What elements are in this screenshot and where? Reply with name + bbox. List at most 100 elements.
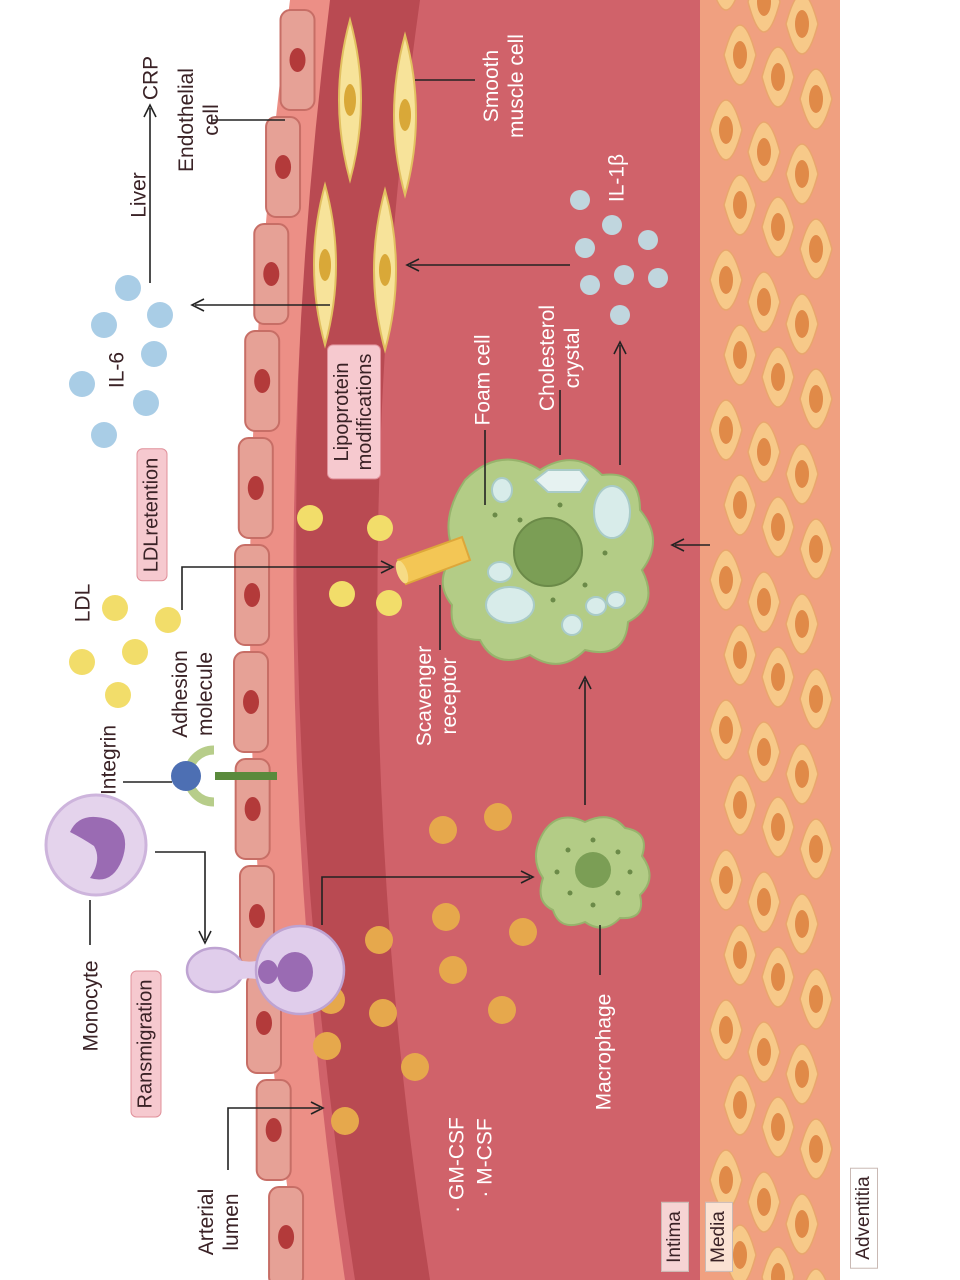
csf-particle xyxy=(429,816,457,844)
csf-particle xyxy=(439,956,467,984)
media-cell-nucleus xyxy=(795,1060,809,1088)
cholesterol-crystal-text: Cholesterol crystal xyxy=(536,304,584,412)
pill-lipoprotein-modifications: Lipoprotein modifications xyxy=(327,344,381,480)
endothelial-nucleus xyxy=(263,262,280,286)
label-endothelial-cell: Endothelial cell xyxy=(175,68,225,172)
label-liver: Liver xyxy=(127,172,151,218)
monocyte-cell xyxy=(44,793,148,897)
intimal-smc-nucleus xyxy=(344,84,356,116)
csf-particle xyxy=(365,926,393,954)
il6-particle xyxy=(91,422,117,448)
il1b-particles xyxy=(570,190,668,325)
intimal-smc-nucleus xyxy=(399,99,411,131)
scavenger-receptor-text: Scavenger receptor xyxy=(413,645,461,747)
integrin-adhesion-complex xyxy=(171,745,277,807)
endothelial-nucleus xyxy=(265,1118,282,1142)
ldl-particle xyxy=(376,590,402,616)
ldl-particle xyxy=(105,682,131,708)
il6-particle xyxy=(91,312,117,338)
media-cell-nucleus xyxy=(719,416,733,444)
media-cell-nucleus xyxy=(795,460,809,488)
label-il1b: IL-1β xyxy=(605,153,629,203)
media-cell-nucleus xyxy=(809,835,823,863)
label-adhesion-molecule: Adhesion molecule xyxy=(169,650,219,738)
media-cell-nucleus xyxy=(733,191,747,219)
media-cell-nucleus xyxy=(809,535,823,563)
media-cell-nucleus xyxy=(757,588,771,616)
endothelial-nucleus xyxy=(243,690,260,714)
label-crp: CRP xyxy=(139,55,163,101)
media-cell-nucleus xyxy=(757,1038,771,1066)
ldl-particle xyxy=(367,515,393,541)
intimal-smc-nucleus xyxy=(319,249,331,281)
endothelial-nucleus xyxy=(255,1011,272,1035)
media-cell-nucleus xyxy=(719,866,733,894)
il1b-particle xyxy=(610,305,630,325)
media-cell-nucleus xyxy=(771,963,785,991)
media-cell-nucleus xyxy=(733,341,747,369)
endothelial-nucleus xyxy=(244,583,261,607)
endothelial-cell-text: Endothelial cell xyxy=(175,68,223,172)
ldl-particle xyxy=(102,595,128,621)
csf-particle xyxy=(488,996,516,1024)
media-cell-nucleus xyxy=(733,1091,747,1119)
media-cell-nucleus xyxy=(771,1113,785,1141)
endothelial-nucleus xyxy=(254,369,271,393)
endothelial-nucleus xyxy=(275,155,292,179)
pill-ransmigration: Ransmigration xyxy=(130,970,162,1118)
il6-particle xyxy=(115,275,141,301)
csf-particle xyxy=(432,903,460,931)
csf-particle xyxy=(509,918,537,946)
media-cell-nucleus xyxy=(771,363,785,391)
media-cell-nucleus xyxy=(771,1263,785,1280)
label-macrophage: Macrophage xyxy=(592,993,616,1111)
media-cell-nucleus xyxy=(809,985,823,1013)
media-cell-nucleus xyxy=(733,791,747,819)
media-cell-nucleus xyxy=(795,610,809,638)
ldl-particle xyxy=(297,505,323,531)
label-m-csf: · M-CSF xyxy=(473,1118,497,1198)
endothelial-nucleus xyxy=(289,48,306,72)
media-cell-nucleus xyxy=(719,116,733,144)
layer-tag-adventitia: Adventitia xyxy=(850,1167,878,1269)
il1b-particle xyxy=(602,215,622,235)
endothelial-nucleus xyxy=(248,904,265,928)
media-cell-nucleus xyxy=(809,385,823,413)
endothelial-nucleus xyxy=(247,476,264,500)
media-cell-nucleus xyxy=(771,63,785,91)
media-cell-nucleus xyxy=(757,288,771,316)
media-cell-nucleus xyxy=(719,716,733,744)
pill-ldl-retention: LDLretention xyxy=(136,448,168,582)
smooth-muscle-cell-text: Smooth muscle cell xyxy=(480,34,528,138)
media-smooth-muscle-cell xyxy=(715,0,737,11)
media-cell-nucleus xyxy=(757,1188,771,1216)
media-cell-nucleus xyxy=(757,138,771,166)
endothelial-cells xyxy=(233,9,316,1280)
csf-particle xyxy=(331,1107,359,1135)
il1b-particle xyxy=(575,238,595,258)
media-cell-nucleus xyxy=(771,813,785,841)
scavenger-receptor-shape xyxy=(395,535,472,586)
label-foam-cell: Foam cell xyxy=(471,334,495,426)
label-gm-csf: · GM-CSF xyxy=(445,1117,469,1213)
il6-particle xyxy=(147,302,173,328)
layer-tag-intima: Intima xyxy=(661,1202,689,1272)
ldl-particle xyxy=(69,649,95,675)
media-cell-nucleus xyxy=(809,1135,823,1163)
media-cell-nucleus xyxy=(757,888,771,916)
media-cell-nucleus xyxy=(771,213,785,241)
media-cell-nucleus xyxy=(733,641,747,669)
label-scavenger-receptor: Scavenger receptor xyxy=(413,646,463,746)
media-cell-nucleus xyxy=(733,941,747,969)
media-cell-nucleus xyxy=(771,513,785,541)
media-cell-nucleus xyxy=(795,10,809,38)
il6-particle xyxy=(69,371,95,397)
ldl-particle xyxy=(155,607,181,633)
media-cell-nucleus xyxy=(757,0,771,16)
il1b-particle xyxy=(648,268,668,288)
media-cell-nucleus xyxy=(795,760,809,788)
endothelial-nucleus xyxy=(244,797,261,821)
media-cell-nucleus xyxy=(771,663,785,691)
